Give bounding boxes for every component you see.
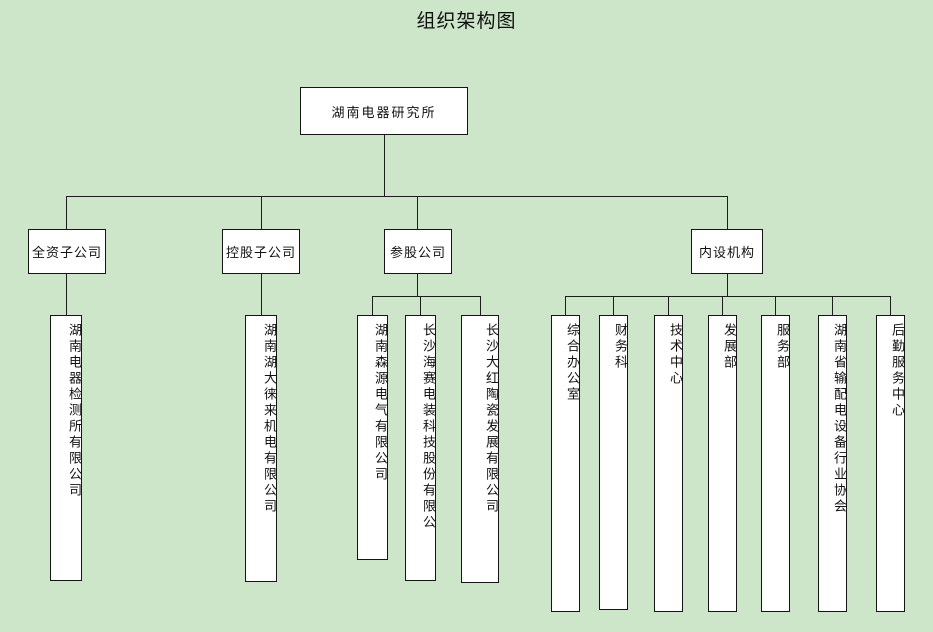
connector-group-1-stem	[261, 274, 262, 315]
node-group-3-label: 内设机构	[698, 246, 755, 261]
connector-leaf-3-5-drop	[832, 296, 833, 315]
node-leaf-2-1-label: 长沙海赛电装科技股份有限公	[420, 323, 435, 531]
node-leaf-0-0[interactable]: 湖南电器检测所有限公司	[50, 315, 82, 581]
connector-group-2-drop	[417, 196, 418, 229]
node-leaf-2-1[interactable]: 长沙海赛电装科技股份有限公	[405, 315, 436, 581]
connector-group-1-drop	[261, 196, 262, 229]
node-leaf-3-4[interactable]: 服务部	[761, 315, 790, 612]
connector-level2-bus	[66, 196, 727, 197]
node-group-1-label: 控股子公司	[225, 246, 296, 261]
connector-leaf-3-6-drop	[890, 296, 891, 315]
node-leaf-3-2-label: 技术中心	[667, 323, 682, 387]
node-leaf-3-4-label: 服务部	[774, 323, 789, 371]
node-leaf-1-0-label: 湖南湖大徕来机电有限公司	[261, 323, 276, 515]
node-leaf-3-5-label: 湖南省输配电设备行业协会	[831, 323, 846, 515]
connector-leaf-3-2-drop	[668, 296, 669, 315]
node-leaf-3-0-label: 综合办公室	[564, 323, 579, 403]
node-leaf-3-5[interactable]: 湖南省输配电设备行业协会	[818, 315, 847, 612]
connector-leaf-3-3-drop	[722, 296, 723, 315]
node-leaf-2-0-label: 湖南森源电气有限公司	[372, 323, 387, 483]
node-group-1[interactable]: 控股子公司	[222, 229, 300, 274]
connector-leaf-2-1-drop	[420, 296, 421, 315]
connector-leaf-3-0-drop	[565, 296, 566, 315]
connector-group-2-stem	[417, 274, 418, 296]
node-leaf-3-2[interactable]: 技术中心	[654, 315, 683, 612]
node-leaf-2-2[interactable]: 长沙大红陶瓷发展有限公司	[461, 315, 499, 583]
node-group-0[interactable]: 全资子公司	[28, 229, 106, 274]
connector-group-0-stem	[66, 274, 67, 315]
connector-leaf-2-0-drop	[372, 296, 373, 315]
node-root[interactable]: 湖南电器研究所	[300, 87, 468, 135]
node-leaf-2-2-label: 长沙大红陶瓷发展有限公司	[483, 323, 498, 515]
node-leaf-3-3[interactable]: 发展部	[708, 315, 737, 612]
connector-leaf-3-4-drop	[775, 296, 776, 315]
node-leaf-3-6[interactable]: 后勤服务中心	[876, 315, 905, 612]
node-group-3[interactable]: 内设机构	[691, 229, 763, 274]
node-group-2-label: 参股公司	[389, 246, 446, 261]
connector-leaf-2-2-drop	[480, 296, 481, 315]
connector-group-2-bus	[372, 296, 480, 297]
node-group-2[interactable]: 参股公司	[384, 229, 452, 274]
connector-group-3-stem	[727, 274, 728, 296]
node-leaf-3-3-label: 发展部	[721, 323, 736, 371]
connector-group-0-drop	[66, 196, 67, 229]
node-leaf-3-0[interactable]: 综合办公室	[551, 315, 580, 612]
node-leaf-2-0[interactable]: 湖南森源电气有限公司	[357, 315, 388, 560]
node-leaf-3-1-label: 财务科	[612, 323, 627, 371]
node-group-0-label: 全资子公司	[31, 246, 102, 261]
page-title: 组织架构图	[416, 10, 517, 32]
connector-root-stem	[384, 135, 385, 196]
connector-group-3-bus	[565, 296, 890, 297]
connector-leaf-3-1-drop	[613, 296, 614, 315]
connector-group-3-drop	[727, 196, 728, 229]
node-leaf-3-1[interactable]: 财务科	[599, 315, 628, 610]
node-leaf-3-6-label: 后勤服务中心	[889, 323, 904, 419]
node-root-label: 湖南电器研究所	[331, 105, 437, 121]
node-leaf-1-0[interactable]: 湖南湖大徕来机电有限公司	[245, 315, 277, 582]
node-leaf-0-0-label: 湖南电器检测所有限公司	[66, 323, 81, 499]
